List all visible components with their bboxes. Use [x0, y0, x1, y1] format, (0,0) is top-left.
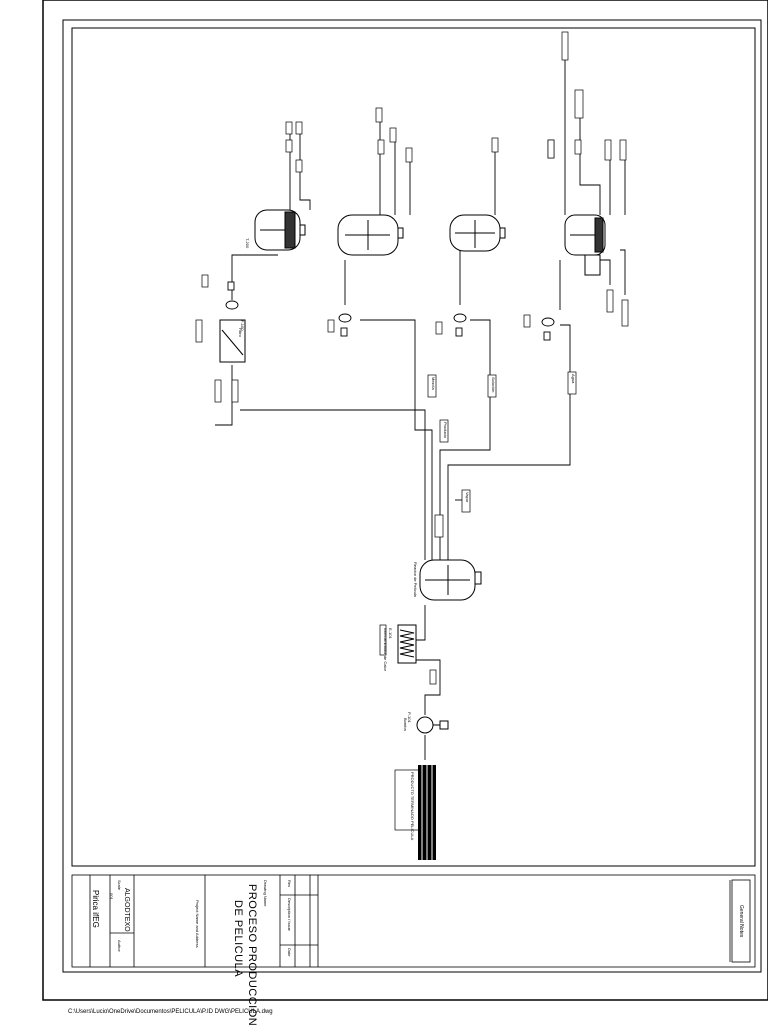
- equipment-desc-0: Reactor de Película: [413, 562, 418, 597]
- scale-label: Scale: [117, 880, 122, 891]
- equipment-desc-2: Intercambiador de Calor: [383, 628, 388, 671]
- drawing-title-line1: PROCESO PRODUCCION: [246, 884, 258, 1026]
- stream-label-1: Solución: [491, 377, 496, 393]
- general-notes-label: General Notes: [738, 905, 744, 938]
- stream-label-4: Vapor: [465, 492, 470, 503]
- pump-p101: [416, 716, 449, 734]
- reactor-t200: [419, 559, 482, 601]
- vessel-pumps: [225, 281, 555, 341]
- drawing-number-sub: 001: [109, 893, 114, 900]
- drawing-number: ALGODTEXO: [123, 888, 130, 932]
- project-label: Project Name and Address: [195, 900, 200, 948]
- drawing-name-label: Drawing Name: [263, 880, 268, 907]
- file-path-caption: C:\Users\Lucio\OneDrive\Documentos\PELIC…: [68, 1009, 273, 1015]
- rev-label: Rev: [287, 880, 292, 888]
- equipment-desc-3: Bomba: [403, 718, 408, 731]
- stream-label-0: Mezcla: [431, 377, 436, 390]
- stream-label-3: Producto: [443, 422, 448, 439]
- filter-f100: [219, 319, 246, 363]
- vessel-t103: [449, 214, 506, 252]
- equipment-desc-1: Filtro: [238, 328, 243, 337]
- instrument-tags: [195, 31, 629, 831]
- heat-exchanger-e101: [397, 624, 417, 664]
- drawing-area-frame: [71, 27, 756, 867]
- product-label: PRODUCTO TERMINADO PELICULA: [410, 772, 415, 841]
- description-label: Description / Issue: [287, 898, 292, 931]
- vessel-t102: [337, 214, 404, 256]
- drawing-title-line2: DE PELICULA: [232, 900, 244, 978]
- equipment-tag-2: E-101: [388, 628, 393, 639]
- date-label: Date: [287, 948, 292, 957]
- product-output-block: [418, 765, 436, 860]
- vessel-t101: [254, 209, 306, 251]
- stream-label-2: Agua: [571, 374, 576, 384]
- inner-border: [62, 19, 762, 973]
- piping-lines: [215, 40, 626, 760]
- equipment-tag-0: T-200: [245, 238, 250, 249]
- drawn-by: Pirica ifEG: [91, 890, 100, 928]
- vessel-t104: [564, 214, 606, 276]
- author-label: Author: [117, 940, 122, 952]
- title-block: [71, 874, 756, 968]
- outer-border: [42, 0, 768, 1001]
